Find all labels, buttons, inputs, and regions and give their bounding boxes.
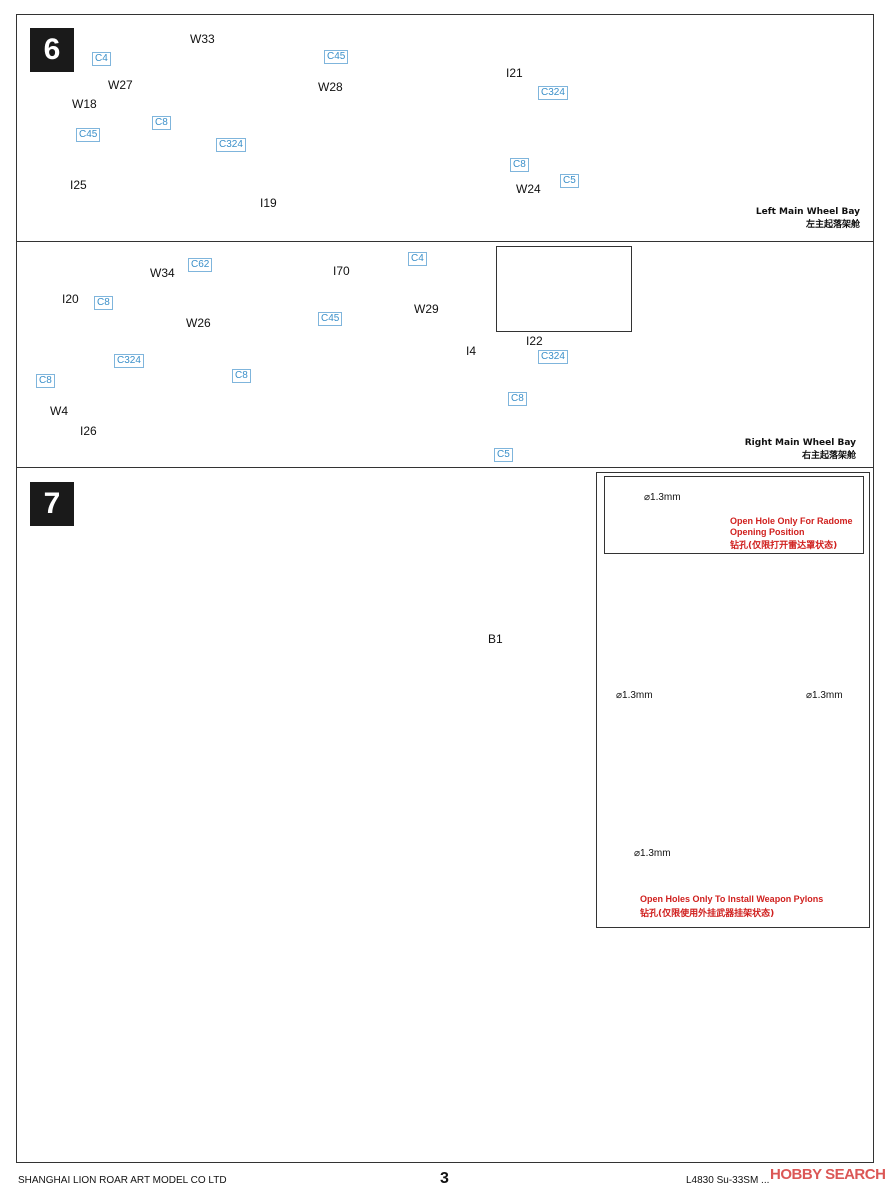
part-label-i70: I70: [333, 264, 350, 278]
glue-label-c5: C5: [560, 174, 579, 188]
radome-note-en-line2: Opening Position: [730, 527, 805, 537]
part-label-w18: W18: [72, 97, 97, 111]
part-label-w29: W29: [414, 302, 439, 316]
glue-label-c62: C62: [188, 258, 213, 272]
part-label-b1: B1: [488, 632, 503, 646]
part-label-i26: I26: [80, 424, 97, 438]
part-label-i21: I21: [506, 66, 523, 80]
part-label-w28: W28: [318, 80, 343, 94]
glue-label-c8: C8: [94, 296, 113, 310]
part-label-i19: I19: [260, 196, 277, 210]
part-label-w27: W27: [108, 78, 133, 92]
part-label-w26: W26: [186, 316, 211, 330]
watermark-logo: HOBBY SEARCH: [770, 1166, 886, 1183]
glue-label-c8: C8: [510, 158, 529, 172]
glue-label-c5: C5: [494, 448, 513, 462]
glue-label-c8: C8: [36, 374, 55, 388]
step6-divider: [16, 241, 874, 242]
glue-label-c4: C4: [92, 52, 111, 66]
footer-product: L4830 Su-33SM ...: [686, 1175, 770, 1186]
glue-label-c324: C324: [538, 350, 568, 364]
pylon-hole-diameter-left: ⌀1.3mm: [616, 690, 653, 701]
pylon-note-en: Open Holes Only To Install Weapon Pylons: [640, 894, 824, 904]
left-bay-caption-cn: 左主起落架舱: [805, 220, 860, 230]
part-label-w33: W33: [190, 32, 215, 46]
glue-label-c324: C324: [538, 86, 568, 100]
left-bay-caption-en: Left Main Wheel Bay: [755, 207, 860, 217]
footer-company: SHANGHAI LION ROAR ART MODEL CO LTD: [18, 1175, 227, 1186]
footer-page-number: 3: [440, 1170, 449, 1187]
glue-label-c8: C8: [232, 369, 251, 383]
glue-label-c324: C324: [216, 138, 246, 152]
part-label-w24: W24: [516, 182, 541, 196]
pylon-hole-diameter-right: ⌀1.3mm: [806, 690, 843, 701]
part-label-w34: W34: [150, 266, 175, 280]
pylon-note-cn: 钻孔(仅限使用外挂武器挂架状态): [640, 909, 775, 919]
glue-label-c45: C45: [76, 128, 101, 142]
radome-note-en-line1: Open Hole Only For Radome: [730, 516, 853, 526]
glue-label-c4: C4: [408, 252, 427, 266]
right-bay-caption-en: Right Main Wheel Bay: [744, 438, 856, 448]
glue-label-c324: C324: [114, 354, 144, 368]
part-label-i20: I20: [62, 292, 79, 306]
glue-label-c45: C45: [318, 312, 343, 326]
step6-number: 6: [30, 28, 74, 72]
radome-hole-diameter: ⌀1.3mm: [644, 492, 681, 503]
glue-label-c45: C45: [324, 50, 349, 64]
step7-panel: [16, 467, 874, 1163]
glue-label-c8: C8: [152, 116, 171, 130]
step7-number: 7: [30, 482, 74, 526]
pylon-hole-diameter-bottom: ⌀1.3mm: [634, 848, 671, 859]
part-label-i22: I22: [526, 334, 543, 348]
part-label-w4: W4: [50, 404, 68, 418]
radome-note-cn: 钻孔(仅限打开雷达罩状态): [730, 541, 838, 551]
part-label-i25: I25: [70, 178, 87, 192]
part-label-i4: I4: [466, 344, 477, 358]
right-bay-caption-cn: 右主起落架舱: [801, 451, 856, 461]
glue-label-c8: C8: [508, 392, 527, 406]
